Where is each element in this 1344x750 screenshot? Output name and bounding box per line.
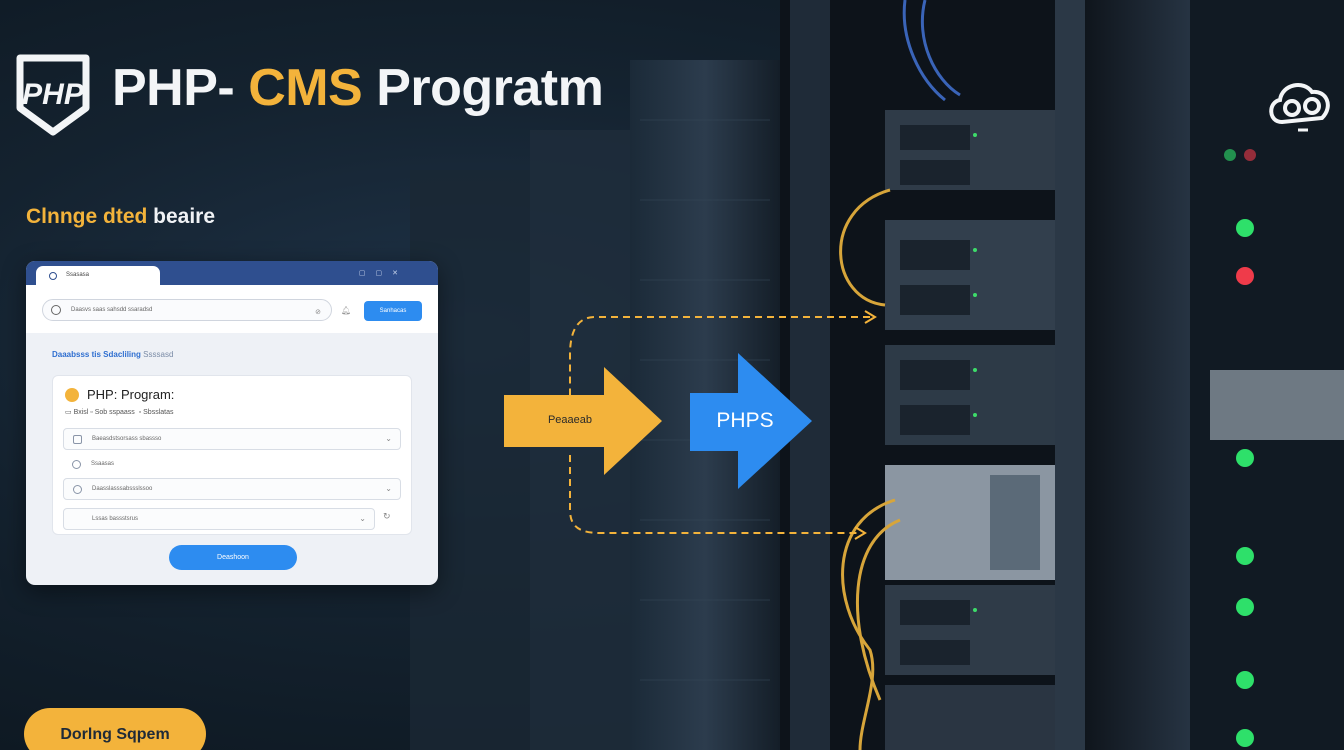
title-part-1: PHP- <box>112 59 249 117</box>
address-bar-row: Daasvs saas sahsdd ssaradsd ⊘ 🔔︎ Sanhaca… <box>26 285 438 333</box>
link-icon[interactable]: ⊘ <box>315 309 321 316</box>
field-icon <box>73 485 82 494</box>
flow-diagram <box>504 310 877 540</box>
connector-arrowhead-bottom <box>854 526 867 540</box>
card-meta-3: Sbsslatas <box>143 409 174 416</box>
field-label: Lssas bassstsrus <box>92 516 139 522</box>
address-input[interactable]: Daasvs saas sahsdd ssaradsd ⊘ <box>42 299 332 321</box>
tab-favicon-icon <box>49 272 57 280</box>
breadcrumb: Daaabsss tis Sdacliling Ssssasd <box>52 350 173 359</box>
subtitle-part-1: Clnnge dted <box>26 205 148 228</box>
card-title: PHP: Program: <box>87 387 175 402</box>
window-titlebar: Ssasasa ▢▢✕ <box>26 261 438 288</box>
field-icon <box>73 435 82 444</box>
tab-label: Ssasasa <box>66 272 90 278</box>
breadcrumb-active[interactable]: Daaabsss tis Sdacliling <box>52 350 141 359</box>
window-controls[interactable]: ▢▢✕ <box>358 270 408 277</box>
section-subtitle: Clnnge dted beaire <box>26 205 215 229</box>
cta-pill-button[interactable]: Dorlng Sqpem <box>24 708 206 750</box>
browser-tab[interactable]: Ssasasa <box>36 266 160 288</box>
arrow-blue <box>690 353 812 489</box>
go-button[interactable]: Sanhacas <box>364 301 422 321</box>
php-badge-icon <box>65 388 79 402</box>
select-field-1[interactable]: Baeasdstsorsass sbassso ⌄ <box>63 428 401 450</box>
card-meta-1: Bxisl <box>73 409 89 416</box>
field-label: Daasslasssabssslssoo <box>92 486 153 492</box>
subtitle-part-2: beaire <box>147 205 216 228</box>
chevron-down-icon: ⌄ <box>385 484 392 493</box>
arrow-right-label: PHPS <box>716 409 774 432</box>
checkbox-label: Ssaasas <box>91 461 115 467</box>
card-meta: ▭ Bxisl ▫ Sob sspaass ▫ Sbsslatas <box>65 409 174 416</box>
program-card: PHP: Program: ▭ Bxisl ▫ Sob sspaass ▫ Sb… <box>52 375 412 535</box>
arrow-left-label: Peaaeab <box>547 414 593 426</box>
gear-code-icon <box>1262 72 1338 136</box>
radio-icon <box>72 460 81 469</box>
refresh-icon[interactable]: ↻ <box>383 511 391 521</box>
dashed-connector-bottom <box>569 455 860 534</box>
chevron-down-icon: ⌄ <box>385 434 392 443</box>
card-meta-2: Sob sspaass <box>94 409 135 416</box>
title-part-3: Progratm <box>362 59 604 117</box>
address-placeholder: Daasvs saas sahsdd ssaradsd <box>71 307 153 313</box>
chevron-down-icon: ⌄ <box>359 514 366 523</box>
page-title: PHP- CMS Progratm <box>112 58 604 118</box>
connector-arrowhead-top <box>864 310 877 324</box>
logo-text: PHP <box>22 78 85 111</box>
select-field-3[interactable]: Lssas bassstsrus ⌄ <box>63 508 375 530</box>
checkbox-item[interactable]: Ssaasas <box>63 454 263 476</box>
arrow-yellow <box>504 367 662 475</box>
breadcrumb-rest[interactable]: Ssssasd <box>140 350 174 359</box>
php-logo: PHP <box>14 52 92 136</box>
search-icon <box>51 305 61 315</box>
submit-button[interactable]: Deashoon <box>169 545 297 570</box>
dashed-connector-top <box>569 316 870 410</box>
select-field-2[interactable]: Daasslasssabssslssoo ⌄ <box>63 478 401 500</box>
browser-mockup: Ssasasa ▢▢✕ Daasvs saas sahsdd ssaradsd … <box>26 261 438 585</box>
field-label: Baeasdstsorsass sbassso <box>92 436 162 442</box>
bell-icon[interactable]: 🔔︎ <box>341 306 352 315</box>
title-part-2: CMS <box>248 59 363 117</box>
